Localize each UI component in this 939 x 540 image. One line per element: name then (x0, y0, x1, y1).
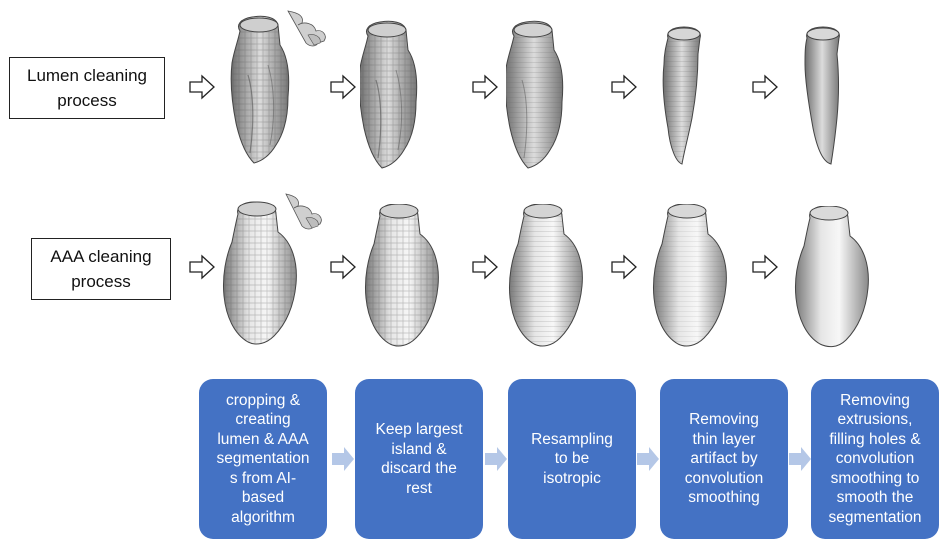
hollow-right-arrow-icon (472, 254, 498, 280)
hollow-right-arrow-icon (752, 74, 778, 100)
hollow-right-arrow-icon (611, 74, 637, 100)
step-box-smoothing: Removing thin layer artifact by convolut… (660, 379, 788, 539)
hollow-right-arrow-icon (189, 74, 215, 100)
step-text: cropping & creating lumen & AAA segmenta… (216, 391, 309, 528)
hollow-right-arrow-icon (752, 254, 778, 280)
step-text: Removing thin layer artifact by convolut… (685, 410, 763, 508)
chevron-right-icon (789, 447, 811, 471)
aaa-segmentation-smoothed (650, 204, 740, 350)
lumen-segmentation-largest-island (360, 20, 450, 170)
chevron-right-icon (637, 447, 659, 471)
hollow-right-arrow-icon (189, 254, 215, 280)
step-box-resampling: Resampling to be isotropic (508, 379, 636, 539)
step-text: Removing extrusions, filling holes & con… (828, 391, 921, 528)
chevron-right-icon (332, 447, 354, 471)
aaa-segmentation-resampled (508, 204, 598, 350)
step-text: Resampling to be isotropic (531, 430, 613, 489)
lumen-segmentation-resampled (506, 20, 596, 170)
step-box-removing-extrusions: Removing extrusions, filling holes & con… (811, 379, 939, 539)
aaa-segmentation-raw (222, 192, 340, 350)
aaa-process-label-text: AAA cleaning process (50, 244, 151, 294)
step-text: Keep largest island & discard the rest (375, 420, 462, 498)
lumen-process-label-text: Lumen cleaning process (27, 63, 147, 113)
aaa-segmentation-largest-island (364, 204, 454, 350)
chevron-right-icon (485, 447, 507, 471)
step-box-largest-island: Keep largest island & discard the rest (355, 379, 483, 539)
step-box-cropping: cropping & creating lumen & AAA segmenta… (199, 379, 327, 539)
lumen-segmentation-final (795, 24, 855, 169)
hollow-right-arrow-icon (472, 74, 498, 100)
lumen-segmentation-raw (218, 5, 336, 170)
lumen-process-label: Lumen cleaning process (9, 57, 165, 119)
hollow-right-arrow-icon (611, 254, 637, 280)
aaa-segmentation-final (792, 206, 882, 350)
aaa-process-label: AAA cleaning process (31, 238, 171, 300)
lumen-segmentation-smoothed (654, 24, 714, 169)
